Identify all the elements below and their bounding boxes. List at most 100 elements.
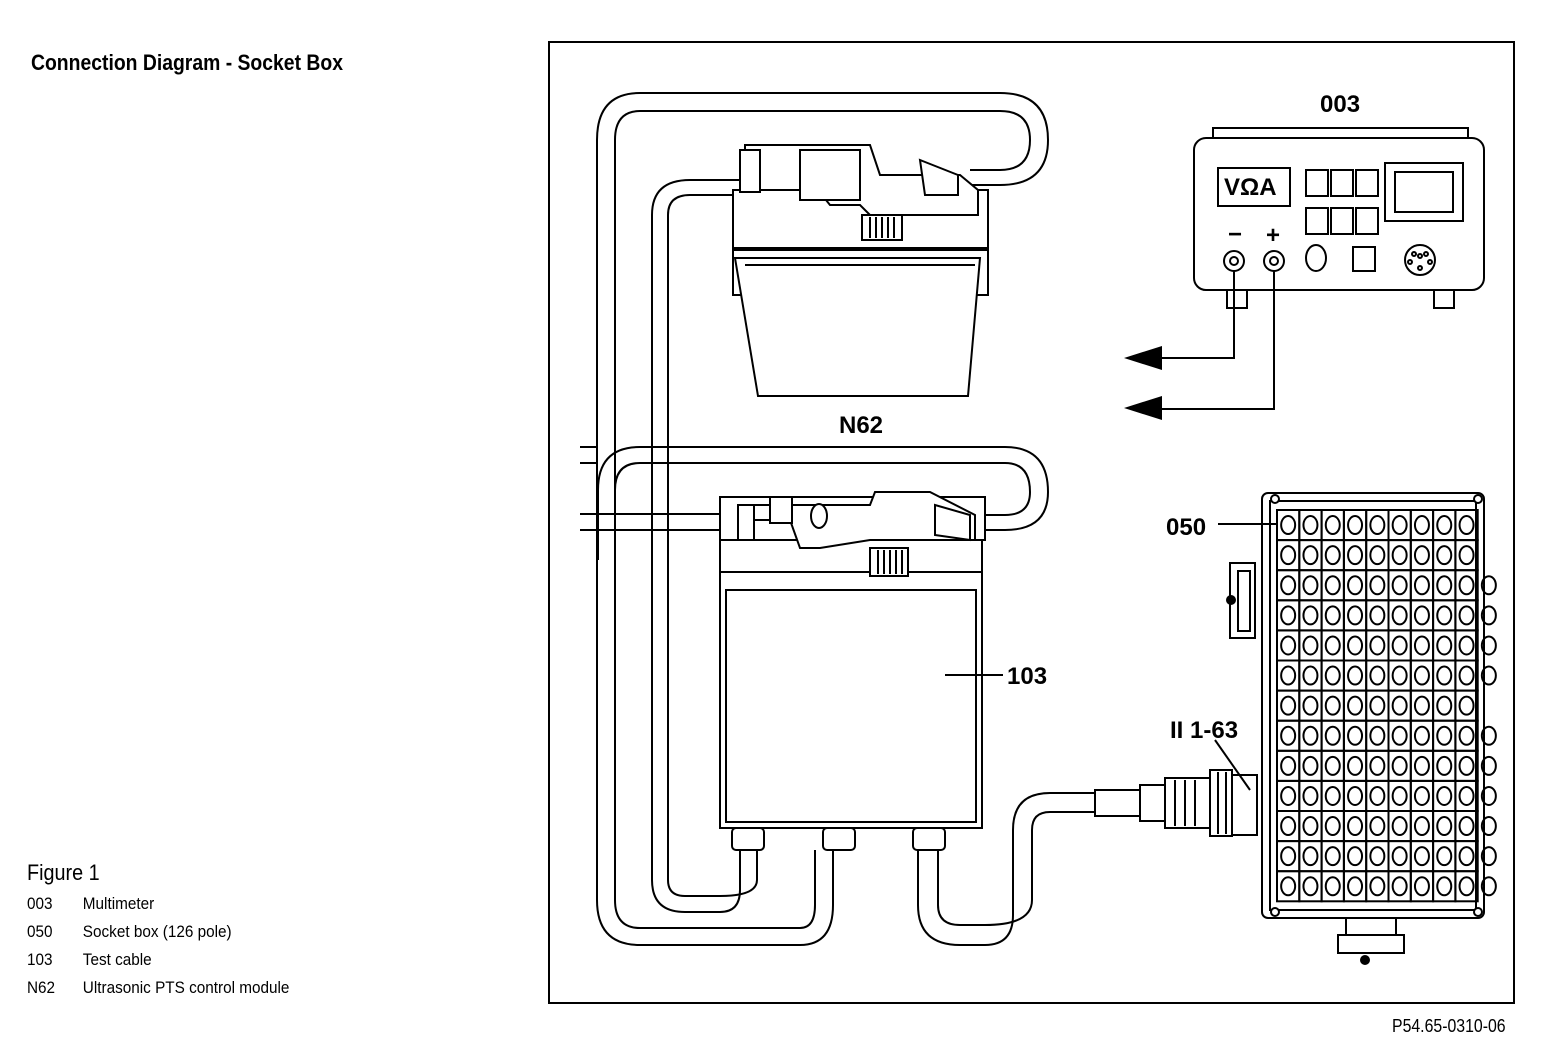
socket-pin [1302, 725, 1319, 746]
lead-arrow-positive-icon [1124, 396, 1162, 420]
socket-pin [1302, 665, 1319, 686]
socket-pin [1324, 515, 1341, 536]
socket-pin [1458, 515, 1475, 536]
socket-pin [1480, 605, 1497, 626]
legend-row: N62 Ultrasonic PTS control module [27, 974, 289, 1002]
figure-legend: Figure 1 003 Multimeter 050 Socket box (… [27, 860, 319, 1002]
legend-row: 003 Multimeter [27, 890, 289, 918]
socket-pin [1413, 635, 1430, 656]
socket-pin [1324, 846, 1341, 867]
connector-callout: II 1-63 [1170, 717, 1238, 744]
test-cable-adapter [719, 491, 986, 851]
socket-pin [1391, 876, 1408, 897]
socket-pin [1480, 785, 1497, 806]
connector-leader [1214, 739, 1251, 791]
socket-pin [1324, 695, 1341, 716]
socket-pin [1369, 785, 1386, 806]
socket-pin [1391, 515, 1408, 536]
socket-pin [1391, 575, 1408, 596]
socket-pin [1324, 876, 1341, 897]
socket-pin [1302, 816, 1319, 837]
socket-pin [1480, 816, 1497, 837]
legend-label: Socket box (126 pole) [82, 922, 232, 941]
socket-pin [1436, 635, 1453, 656]
multimeter-display [1217, 167, 1291, 207]
socket-pin [1391, 665, 1408, 686]
socket-pin [1480, 725, 1497, 746]
socket-pin [1347, 665, 1364, 686]
socket-pin [1347, 876, 1364, 897]
socket-pin [1480, 846, 1497, 867]
socket-pin [1436, 816, 1453, 837]
socket-pin [1369, 816, 1386, 837]
socket-pin [1369, 755, 1386, 776]
socket-pin [1280, 545, 1297, 566]
socket-pin [1391, 785, 1408, 806]
socket-pin [1347, 725, 1364, 746]
socket-pin [1324, 545, 1341, 566]
socket-pin [1280, 755, 1297, 776]
socket-pin [1369, 876, 1386, 897]
legend-code: 003 [27, 894, 53, 913]
socket-pin [1324, 665, 1341, 686]
socket-pin [1302, 545, 1319, 566]
socket-pin [1369, 725, 1386, 746]
legend-row: 050 Socket box (126 pole) [27, 918, 289, 946]
socket-pin [1436, 785, 1453, 806]
socket-pin [1280, 846, 1297, 867]
socket-pin [1458, 605, 1475, 626]
socket-pin [1480, 876, 1497, 897]
socket-pin [1458, 575, 1475, 596]
socket-pin [1413, 725, 1430, 746]
socket-pin [1413, 695, 1430, 716]
socket-pin [1302, 635, 1319, 656]
multimeter-leads [1160, 271, 1275, 410]
socket-pin [1302, 695, 1319, 716]
socket-pin [1413, 755, 1430, 776]
socket-pin [1480, 755, 1497, 776]
legend-code: 103 [27, 950, 53, 969]
socket-pin [1302, 515, 1319, 536]
socket-pin [1347, 575, 1364, 596]
socket-pin [1480, 635, 1497, 656]
socket-pin [1458, 635, 1475, 656]
socket-pin [1369, 665, 1386, 686]
socket-pin [1280, 605, 1297, 626]
socket-pin [1324, 725, 1341, 746]
socket-pin [1436, 545, 1453, 566]
socket-pin [1369, 695, 1386, 716]
socket-pin [1347, 785, 1364, 806]
socket-pin [1280, 665, 1297, 686]
socket-pin [1391, 605, 1408, 626]
socket-pin [1413, 575, 1430, 596]
socket-pin [1324, 816, 1341, 837]
socket-box-grid [1276, 509, 1497, 903]
legend-code: 050 [27, 922, 53, 941]
socket-pin [1436, 605, 1453, 626]
socket-pin [1324, 605, 1341, 626]
socket-pin [1369, 545, 1386, 566]
socket-pin [1436, 515, 1453, 536]
diagram-frame [548, 41, 1515, 1004]
socket-pin [1391, 635, 1408, 656]
socket-pin [1413, 876, 1430, 897]
multimeter-terminal-labels: − + VΩA [1224, 174, 1280, 249]
legend-label: Multimeter [82, 894, 155, 913]
upper-module-grip [861, 214, 903, 241]
socket-pin [1347, 635, 1364, 656]
socket-pin [1391, 846, 1408, 867]
socket-pin [1413, 665, 1430, 686]
socket-pin [1280, 635, 1297, 656]
socket-pin [1280, 515, 1297, 536]
socket-pin [1458, 785, 1475, 806]
positive-terminal-label: + [1266, 222, 1280, 249]
socket-pin [1458, 695, 1475, 716]
multimeter [1193, 127, 1485, 309]
socket-pin [1436, 665, 1453, 686]
socket-pin [1436, 695, 1453, 716]
socket-pin [1436, 575, 1453, 596]
socket-pin [1324, 785, 1341, 806]
multimeter-callout: 003 [1320, 91, 1360, 118]
socket-box-callout: 050 [1166, 514, 1206, 541]
